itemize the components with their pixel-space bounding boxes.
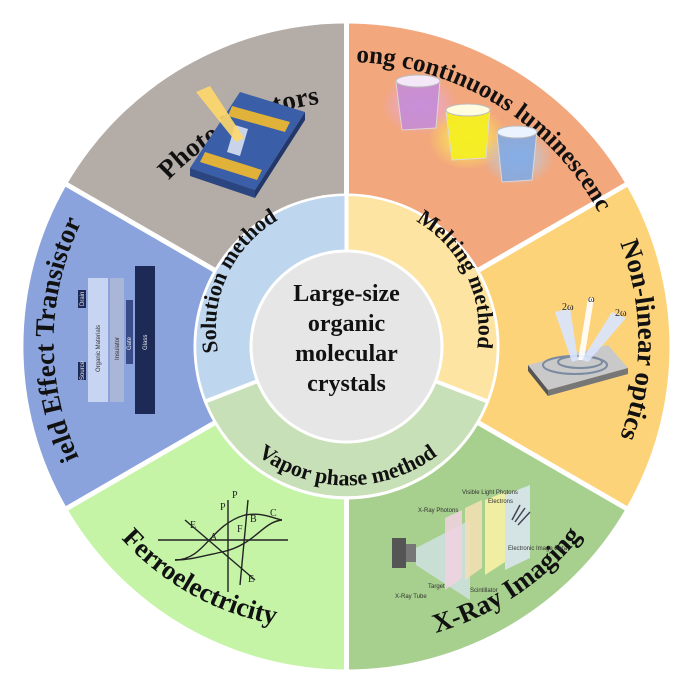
fet-label-gate: Gate — [127, 336, 133, 350]
xray-label-data: Electronic Image Data — [508, 546, 568, 552]
nlo-label-mid: ω — [588, 294, 595, 305]
nlo-label-right: 2ω — [615, 308, 627, 319]
ferro-label-c: C — [270, 508, 277, 519]
ferro-label-e1: E — [190, 520, 196, 531]
fet-stack-illustration: Drain Source Organic Materials Insulator… — [78, 266, 155, 414]
ferro-label-f: F — [237, 524, 243, 535]
xray-label-visible: Visible Light Photons — [462, 490, 518, 496]
ferroelectric-hysteresis-illustration — [158, 499, 288, 592]
xray-label-tube: X-Ray Tube — [395, 594, 427, 600]
ferro-label-e2: E — [248, 574, 254, 585]
center-line-4: crystals — [307, 371, 386, 397]
nonlinear-optics-illustration: 2ω ω 2ω — [528, 294, 628, 396]
xray-imaging-illustration: X-Ray Tube X-Ray Photons Visible Light P… — [392, 485, 568, 600]
nlo-label-left: 2ω — [562, 302, 574, 313]
fet-label-source: Source — [80, 360, 86, 380]
xray-label-scintillator: Scintillator — [470, 588, 498, 594]
fet-label-glass: Glass — [143, 335, 149, 350]
photodetector-device-illustration — [190, 86, 305, 198]
fet-label-drain: Drain — [80, 292, 86, 306]
xray-label-electrons: Electrons — [488, 499, 513, 505]
ferro-label-a: A — [210, 532, 218, 543]
ferro-label-p1: P — [232, 490, 238, 501]
center-line-3: molecular — [295, 341, 398, 367]
xray-label-photon: X-Ray Photons — [418, 508, 458, 514]
fet-label-insulator: Insulator — [115, 337, 121, 360]
ferro-label-b: B — [250, 514, 257, 525]
center-circle — [252, 252, 441, 441]
segment-fet — [23, 185, 347, 509]
ferro-label-p2: P — [220, 502, 226, 513]
ferro-axis-labels: P P A B C E E F — [190, 490, 277, 585]
xray-label-target: Target — [428, 584, 445, 590]
center-line-1: Large-size — [293, 281, 400, 307]
segment-nonlinear — [346, 185, 670, 508]
fet-label-organic: Organic Materials — [96, 325, 102, 372]
center-line-2: organic — [308, 311, 386, 337]
luminescence-vials-illustration — [382, 74, 554, 186]
